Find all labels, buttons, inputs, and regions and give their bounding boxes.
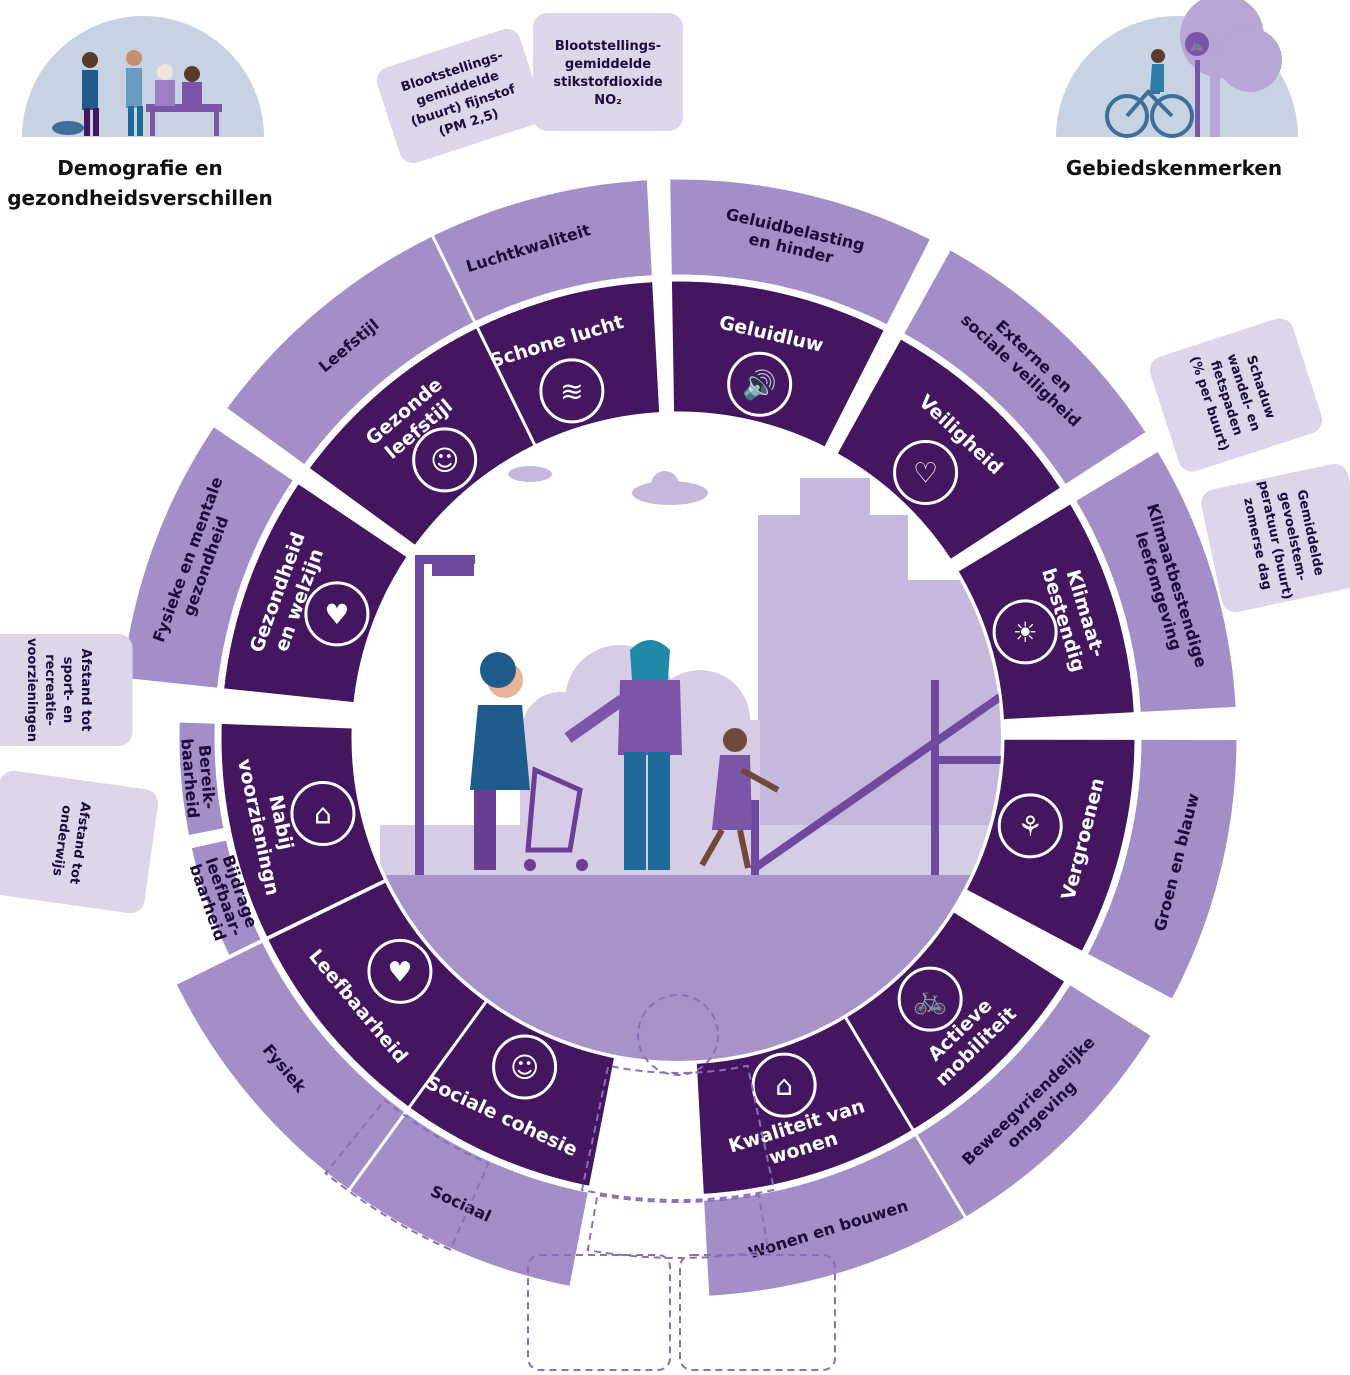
svg-text:⌂: ⌂	[775, 1069, 793, 1102]
cloud-icon	[508, 466, 708, 505]
indicator-label: NO₂	[594, 93, 622, 108]
indicator-label: recreatie-	[42, 654, 57, 726]
inner-segment[interactable]	[305, 324, 538, 549]
person-heart-icon: ♡	[893, 440, 959, 506]
left-header-line-2: gezondheidsverschillen	[7, 186, 273, 210]
future-empty-segments	[324, 994, 836, 1371]
svg-text:♥: ♥	[387, 955, 412, 988]
empty-indicator-box	[527, 1254, 671, 1371]
playing-kids-icon: ☺	[412, 427, 478, 493]
indicator-box: Blootstellings-gemiddelde(buurt) fijnsto…	[376, 28, 544, 164]
people-hand-icon: ☺	[492, 1034, 558, 1100]
demographics-illustration	[22, 16, 264, 138]
empty-icon-circle	[637, 994, 719, 1076]
wind-leaf-icon: ≋	[539, 358, 605, 424]
indicator-label: Afstand tot	[78, 649, 93, 732]
street-lamp	[415, 555, 475, 875]
house-heart-icon: ♥	[367, 938, 433, 1004]
weather-icon: ☀	[992, 599, 1058, 665]
svg-text:☺: ☺	[430, 444, 459, 477]
right-header: Gebiedskenmerken	[1066, 156, 1282, 180]
indicator-label: stikstofdioxide	[553, 75, 662, 90]
outer-segment[interactable]	[119, 423, 297, 691]
outer-segment[interactable]	[176, 719, 227, 839]
empty-outer-segment	[586, 1193, 770, 1259]
left-header-line-1: Demografie en	[57, 156, 223, 180]
svg-text:⚘: ⚘	[1018, 810, 1043, 843]
svg-text:☀: ☀	[1013, 616, 1038, 649]
stair-railing	[749, 680, 1013, 875]
wheel-segment[interactable]: KlimaatbestendigeleefomgevingKlimaat-bes…	[954, 447, 1239, 723]
woman-in-hoodie	[564, 640, 682, 870]
svg-text:🚲: 🚲	[1190, 39, 1204, 52]
inner-segment[interactable]	[833, 335, 1064, 563]
outer-segment[interactable]	[1084, 736, 1240, 1003]
woman-with-rollator	[470, 652, 588, 871]
outer-segment[interactable]	[172, 938, 409, 1193]
svg-text:🚲: 🚲	[913, 983, 948, 1016]
svg-text:☺: ☺	[510, 1051, 539, 1084]
outer-segment[interactable]	[701, 1132, 969, 1299]
svg-text:⌂: ⌂	[314, 797, 332, 830]
svg-text:🔊: 🔊	[742, 367, 777, 401]
svg-text:♥: ♥	[324, 598, 349, 631]
heart-hand-icon: ♥	[304, 581, 370, 647]
cyclist-illustration: 🚲	[1056, 0, 1298, 138]
outer-segment[interactable]	[1072, 447, 1239, 715]
indicator-label: sport- en	[60, 657, 75, 724]
indicator-label: voorzieningen	[24, 638, 39, 742]
speaker-icon: 🔊	[727, 351, 793, 417]
sprout-icon: ⚘	[997, 793, 1063, 859]
child-walking	[699, 728, 780, 869]
empty-outer-segment	[324, 1098, 490, 1251]
bicycle-icon: 🚲	[897, 966, 963, 1032]
indicator-label: gemiddelde	[565, 57, 651, 72]
outer-segment[interactable]	[667, 176, 934, 329]
outer-segment[interactable]	[900, 246, 1150, 489]
wheel-segment[interactable]: Bijdrageleefbaar-baarheidBereik-baarheid…	[176, 719, 388, 959]
empty-inner-segment	[580, 1064, 776, 1201]
indicator-box: Blootstellings-gemiddelde stikstofdioxide…	[533, 13, 683, 131]
shopper-house-icon: ⌂	[290, 780, 356, 846]
indicator-boxes: Blootstellings-gemiddelde(buurt) fijnsto…	[0, 13, 1350, 914]
house-hands-icon: ⌂	[751, 1052, 817, 1118]
outer-segment[interactable]	[223, 232, 478, 469]
empty-indicator-box	[679, 1254, 836, 1371]
svg-text:≋: ≋	[560, 375, 583, 408]
svg-text:♡: ♡	[913, 457, 938, 490]
outer-segment[interactable]	[188, 836, 265, 959]
indicator-label: Blootstellings-	[555, 39, 661, 54]
